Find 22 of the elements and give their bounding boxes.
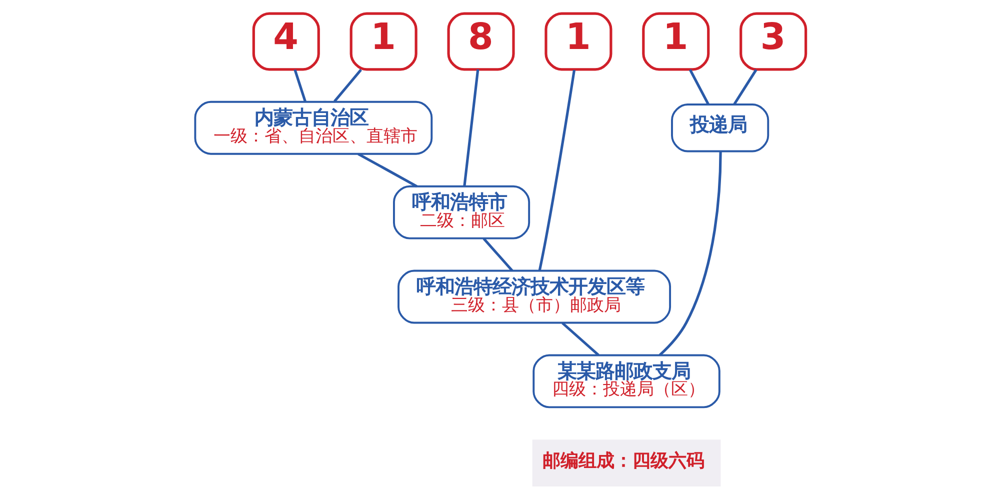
node-box: 内蒙古自治区 一级：省、自治区、直辖市 [194,100,432,155]
node-box: 1 [544,12,612,71]
connector [333,68,362,102]
connector [688,69,709,105]
node-box: 呼和浩特经济技术开发区等 三级：县（市）邮政局 [397,270,671,324]
connector [357,152,417,188]
connector [538,70,576,271]
label: 邮编组成：四级六码 [542,450,704,472]
connector [561,322,599,356]
node-box: 呼和浩特市 二级：邮区 [392,185,530,240]
connector [462,69,479,186]
node-box: 投递局 [670,104,769,152]
node-box: 4 [252,12,320,71]
node-box: 某某路邮政支局 四级：投递局（区） [532,354,720,408]
node-box: 1 [642,12,710,71]
node-box: 8 [446,12,514,71]
node-box: 3 [739,12,807,71]
node-box: 1 [349,12,417,71]
connector [732,69,757,105]
connector [658,152,722,356]
connector [482,238,513,272]
connector [293,69,306,102]
